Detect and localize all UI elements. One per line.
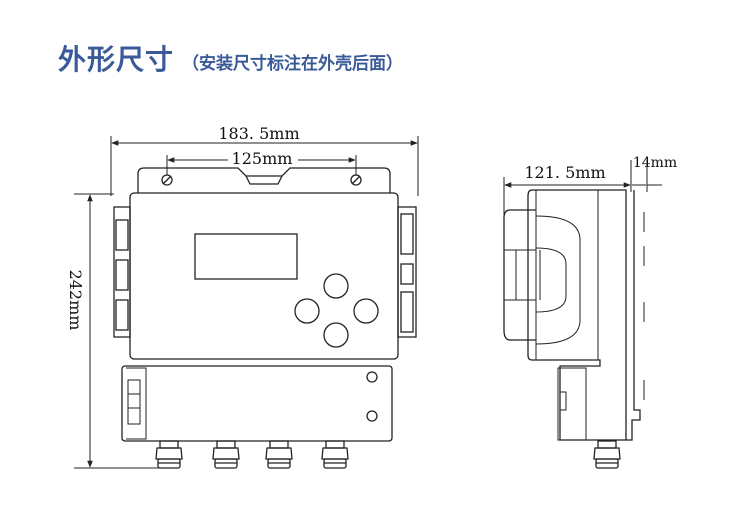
dim-depth-label: 121. 5mm: [524, 163, 605, 182]
left-side-clips: [113, 206, 131, 338]
cable-glands: [155, 440, 349, 469]
right-side-clips: [397, 206, 417, 338]
heading-title: 外形尺寸: [58, 43, 175, 76]
dim-overall-width-label: 183. 5mm: [218, 124, 299, 143]
front-view: 183. 5mm 125mm 242mm: [66, 124, 419, 469]
dim-height-label: 242mm: [66, 270, 85, 331]
upper-housing: [129, 192, 399, 360]
side-body: [527, 189, 627, 441]
key-up: [323, 273, 349, 299]
key-left: [294, 298, 320, 324]
key-down: [323, 322, 349, 348]
key-right: [353, 298, 379, 324]
side-cable-gland: [593, 440, 621, 469]
display-window: [194, 233, 298, 280]
side-view: 121. 5mm 14mm: [503, 155, 677, 469]
dim-bracket-label: 14mm: [633, 155, 677, 171]
dim-bracket: [632, 160, 662, 192]
top-mounting-bracket: [137, 167, 391, 193]
dim-depth: [503, 160, 632, 215]
back-mounting-plate: [626, 190, 641, 441]
bracket-handle: [245, 175, 283, 185]
keypad: [294, 273, 379, 348]
dim-hole-spacing: [166, 155, 357, 175]
heading-subtitle: （安装尺寸标注在外壳后面）: [182, 54, 404, 74]
dim-height: [74, 193, 160, 469]
side-clip-profile: [503, 209, 536, 341]
dim-hole-spacing-label: 125mm: [232, 149, 293, 168]
page-heading: 外形尺寸 （安装尺寸标注在外壳后面）: [58, 38, 403, 78]
dim-overall-width: [110, 136, 419, 196]
terminal-cover: [121, 365, 393, 442]
